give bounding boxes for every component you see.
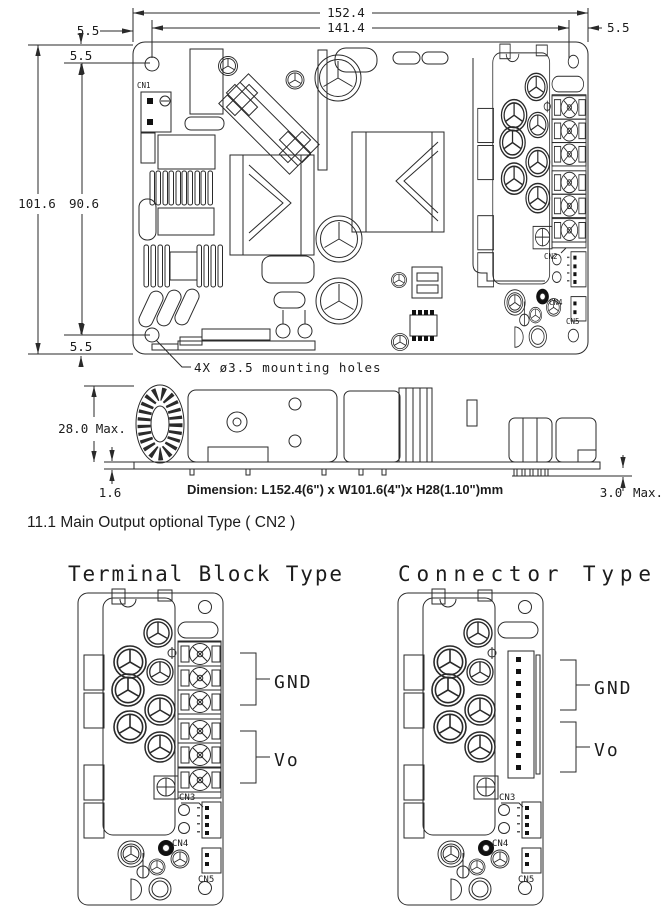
side-view-dimensions: 28.0 Max. 1.6 3.0 Max.: [58, 385, 663, 500]
pcb-top-view: CN2 CN4 CN5 CN1 152.4 141.4 5.5 5.5 5.5 …: [18, 5, 629, 375]
top-view-components: [138, 47, 545, 351]
cn3-leader-line: [501, 802, 524, 808]
vo-bracket: [560, 721, 590, 773]
dim-overall-height: 101.6: [18, 196, 56, 211]
dim-hole-width: 141.4: [327, 20, 365, 35]
dim-edge-right: 5.5: [607, 20, 630, 35]
vo-bracket: [240, 730, 270, 784]
cn1-label: CN1: [137, 81, 151, 90]
dim-max-height: 28.0 Max.: [58, 421, 126, 436]
dim-overall-width: 152.4: [327, 5, 365, 20]
mounting-note: 4X ø3.5 mounting holes: [194, 360, 382, 375]
cn3-leader-line: [181, 802, 204, 808]
dim-pin-length-unit: Max.: [633, 485, 663, 500]
dimension-note: Dimension: L152.4(6") x W101.6(4")x H28(…: [187, 482, 503, 497]
gnd-label: GND: [274, 672, 313, 693]
toroid-choke: [135, 384, 185, 464]
cn4-label: CN4: [549, 298, 563, 307]
gnd-bracket: [240, 652, 270, 706]
detail-terminal-block-type: Terminal Block Type CN3 CN4 CN5 GND Vo: [68, 562, 342, 906]
cn2-leader-line: [560, 247, 567, 254]
dim-pin-length: 3.0: [600, 485, 623, 500]
pcb-outline: [132, 41, 589, 355]
vo-label: Vo: [274, 750, 300, 771]
dim-edge-bottom: 5.5: [70, 339, 93, 354]
pcb-board-edge: [133, 461, 601, 470]
cn5-label: CN5: [518, 875, 534, 885]
section-heading: 11.1 Main Output optional Type ( CN2 ): [27, 514, 295, 531]
mounting-note-leader: [155, 339, 191, 368]
soic8-ic: [409, 310, 438, 341]
dim-edge-top: 5.5: [70, 48, 93, 63]
cn5-label: CN5: [198, 875, 214, 885]
inductor-coil: [149, 170, 213, 206]
cn3-label: CN3: [179, 793, 195, 803]
cn3-label: CN3: [499, 793, 515, 803]
dim-board-thickness: 1.6: [99, 485, 122, 500]
cn2-label: CN2: [544, 252, 558, 261]
gnd-bracket: [560, 659, 590, 711]
detail-connector-type: Connector Type CN3 CN4 CN5 GND Vo: [397, 562, 651, 906]
detail-title: Terminal Block Type: [68, 562, 342, 586]
detail-title: Connector Type: [398, 562, 651, 586]
mounting-hole: [144, 56, 160, 72]
cn5-label: CN5: [566, 317, 580, 326]
pcb-side-view: 28.0 Max. 1.6 3.0 Max. Dimension: L152.4…: [58, 384, 663, 500]
top-view-dimensions: 152.4 141.4 5.5 5.5 5.5 101.6 90.6 5.5 4…: [18, 5, 629, 375]
cn4-label: CN4: [492, 839, 508, 849]
dim-edge-left: 5.5: [77, 23, 100, 38]
inductor-coil: [143, 244, 223, 288]
transformer-diagonal: [218, 73, 320, 175]
gnd-label: GND: [594, 678, 633, 699]
transformer-block: [229, 131, 445, 256]
vo-label: Vo: [594, 740, 620, 761]
output-section-top-view: [478, 44, 586, 347]
side-view-components: [187, 387, 597, 477]
dim-hole-height: 90.6: [69, 196, 99, 211]
cn4-label: CN4: [172, 839, 188, 849]
